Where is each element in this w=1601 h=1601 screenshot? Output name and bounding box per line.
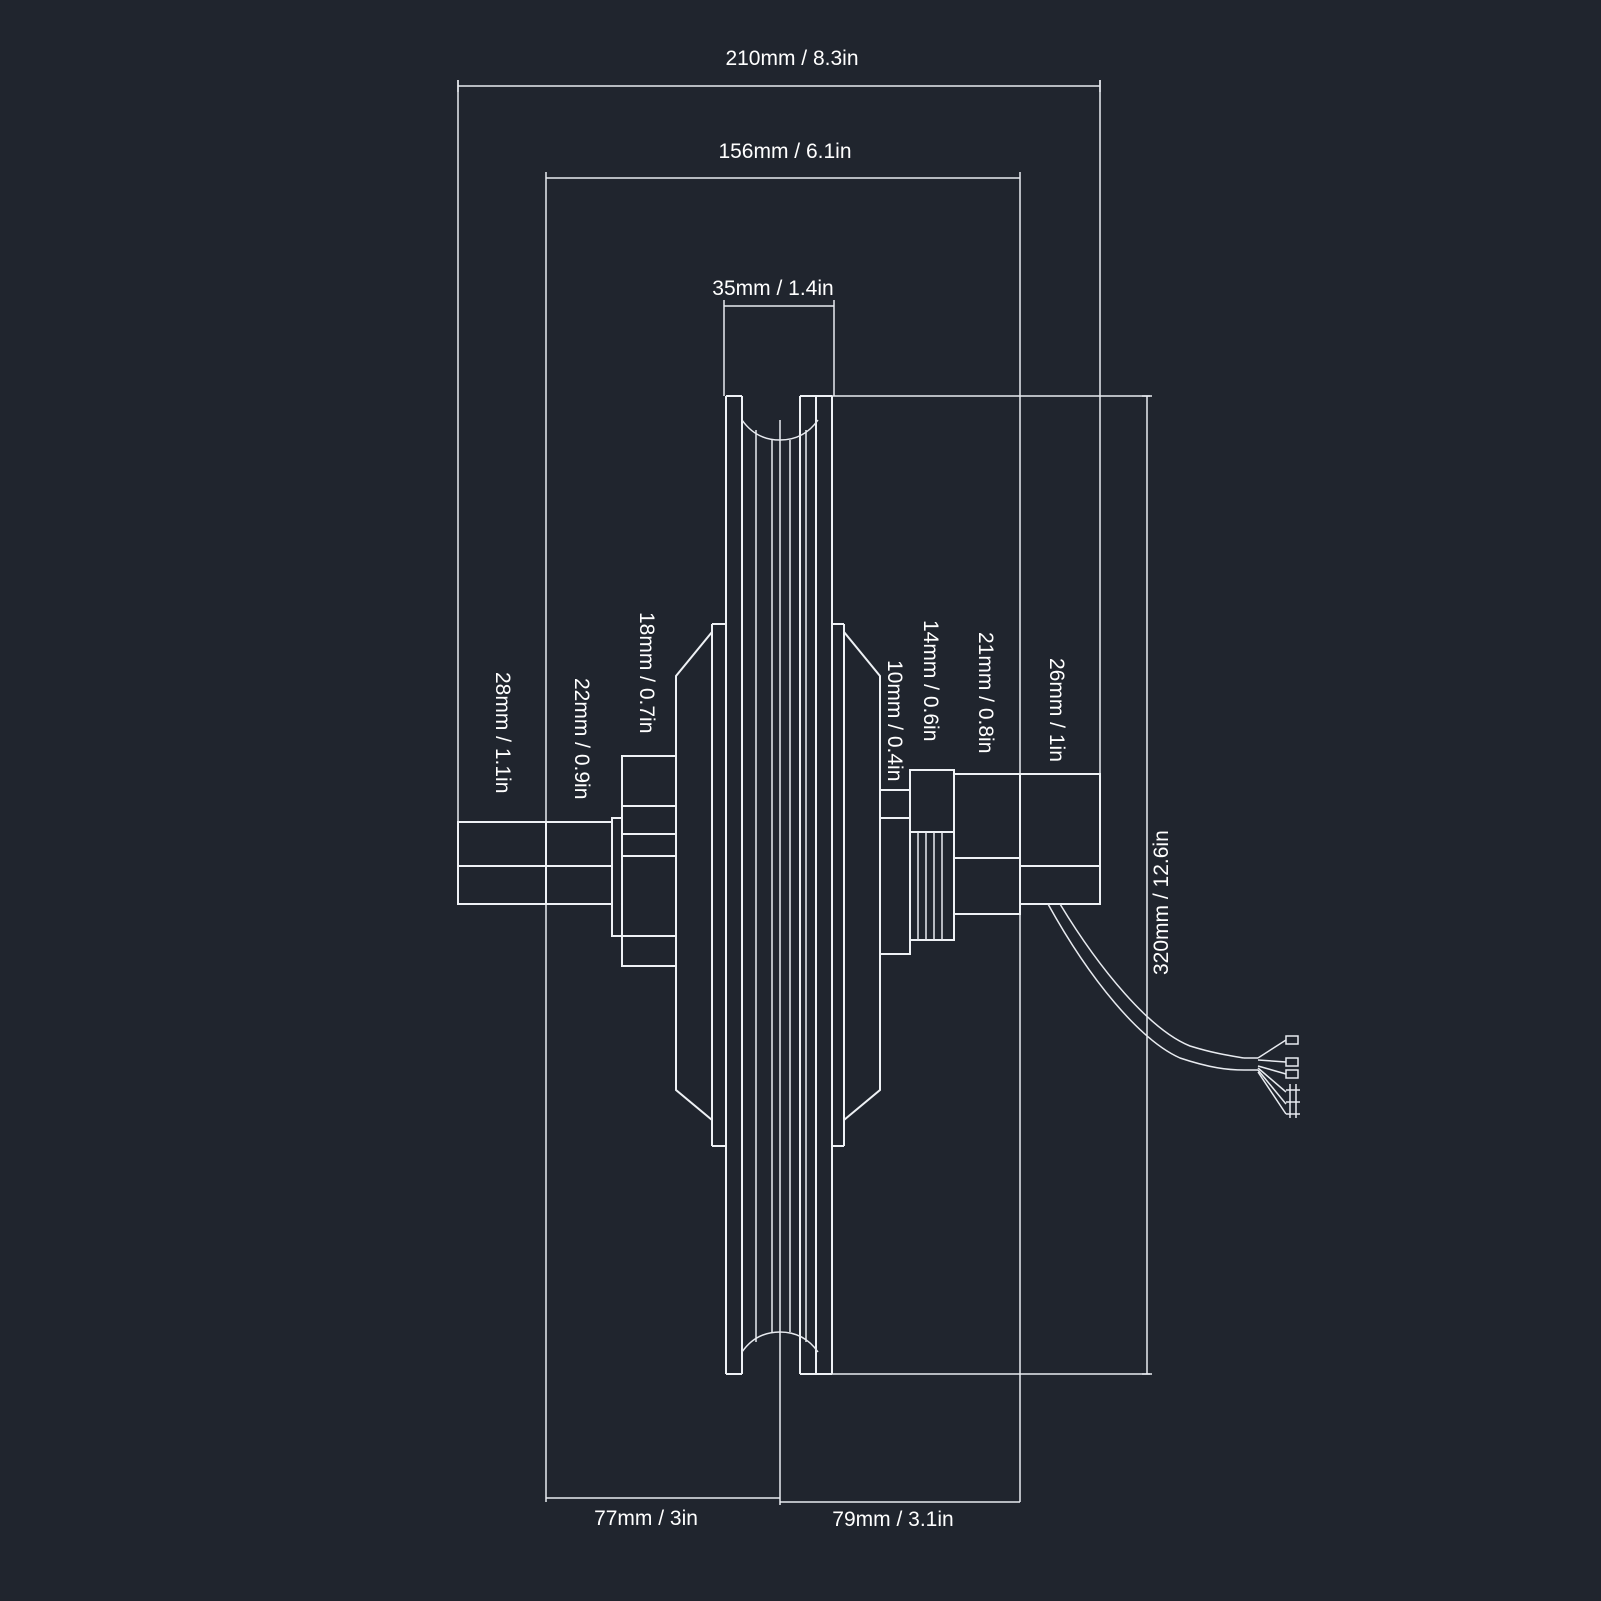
right-collar-label: 10mm / 0.4in — [883, 660, 906, 781]
left-offset-label: 77mm / 3in — [594, 1507, 698, 1530]
left-spacer-label: 22mm / 0.9in — [570, 678, 593, 799]
tire-width-dimension — [723, 300, 835, 396]
offset-dimensions — [546, 420, 1020, 1505]
right-spacer-label: 21mm / 0.8in — [974, 632, 997, 753]
left-axle-label: 28mm / 1.1in — [491, 672, 514, 793]
overall-width-dimension — [457, 80, 1101, 904]
wheel-profile — [675, 395, 881, 1375]
left-axle-assembly — [457, 755, 677, 967]
right-hub-label: 14mm / 0.6in — [919, 620, 942, 741]
overall-width-label: 210mm / 8.3in — [725, 47, 858, 70]
diameter-dimension — [818, 395, 1152, 1375]
right-axle-label: 26mm / 1in — [1045, 658, 1068, 762]
motor-cable — [1047, 903, 1300, 1118]
diameter-label: 320mm / 12.6in — [1150, 830, 1173, 975]
right-axle-assembly — [879, 769, 1101, 955]
left-hub-label: 18mm / 0.7in — [635, 612, 658, 733]
rim-width-label: 156mm / 6.1in — [718, 140, 851, 163]
tire-width-label: 35mm / 1.4in — [712, 277, 833, 300]
right-offset-label: 79mm / 3.1in — [832, 1508, 953, 1531]
